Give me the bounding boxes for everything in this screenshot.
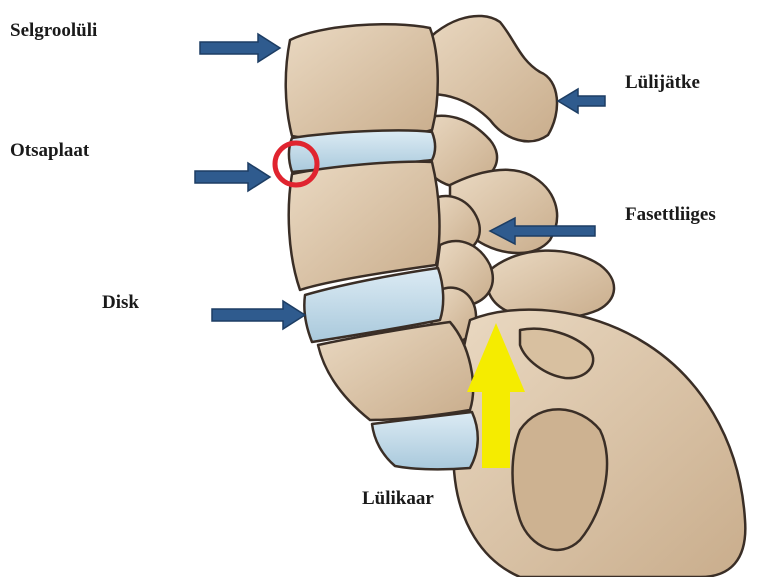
- label-lamina: Lülikaar: [362, 488, 434, 510]
- lower-spinous-process: [487, 251, 614, 319]
- label-vertebra: Selgroolüli: [10, 20, 97, 42]
- vertebral-body-top: [286, 24, 438, 139]
- label-disc: Disk: [102, 292, 139, 314]
- label-facet-joint: Fasettliiges: [625, 204, 716, 226]
- arrow-spinous-process: [558, 89, 605, 113]
- arrow-disc: [212, 301, 305, 329]
- arrow-endplate: [195, 163, 270, 191]
- label-spinous-process: Lülijätke: [625, 72, 700, 94]
- arrow-vertebra: [200, 34, 280, 62]
- label-endplate: Otsaplaat: [10, 140, 89, 162]
